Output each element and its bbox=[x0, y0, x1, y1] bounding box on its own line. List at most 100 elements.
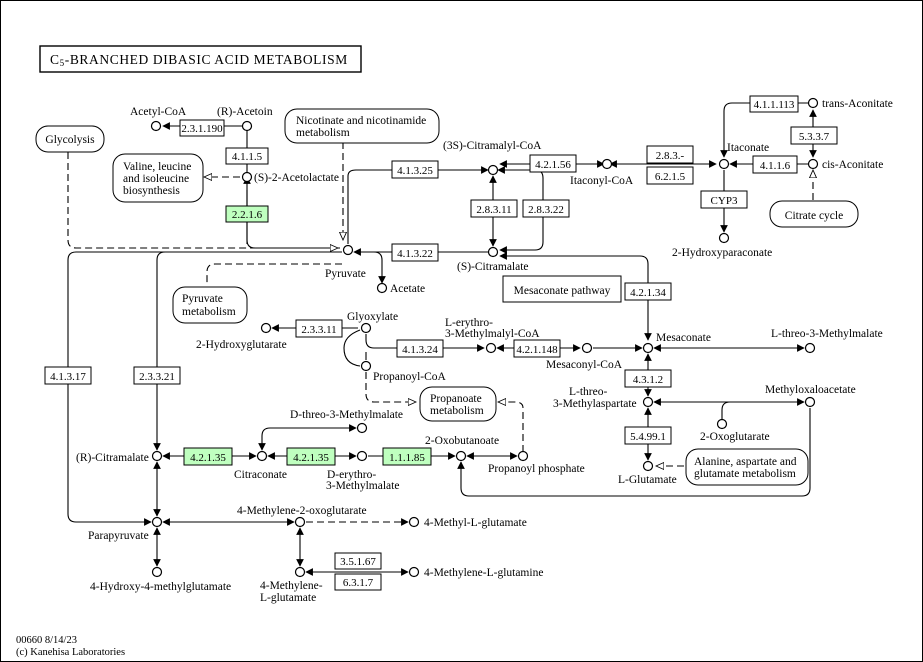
compound-hydroxyglutarate[interactable] bbox=[260, 322, 272, 334]
label-methylene-glutamine: 4-Methylene-L-glutamine bbox=[424, 567, 543, 579]
svg-text:4.1.3.25: 4.1.3.25 bbox=[397, 165, 433, 177]
svg-text:C5-BRANCHED DIBASIC ACID METAB: C5-BRANCHED DIBASIC ACID METABOLISM bbox=[50, 52, 348, 68]
enzyme-4-1-1-5[interactable]: 4.1.1.5 bbox=[225, 147, 269, 165]
compound-methylene-glutamate[interactable] bbox=[294, 566, 306, 578]
map-propanoate-metabolism[interactable]: Propanoate metabolism bbox=[419, 386, 497, 422]
compound-cis-aconitate[interactable] bbox=[807, 158, 819, 170]
svg-text:metabolism: metabolism bbox=[182, 306, 236, 318]
enzyme-4-1-3-24[interactable]: 4.1.3.24 bbox=[396, 339, 444, 358]
enzyme-4-2-1-35-a[interactable]: 4.2.1.35 bbox=[183, 447, 233, 466]
compound-mesaconyl-coa[interactable] bbox=[581, 342, 593, 354]
label-d-erythro-1: D-erythro- bbox=[327, 469, 376, 481]
enzyme-4-3-1-2[interactable]: 4.3.1.2 bbox=[624, 369, 672, 388]
label-trans-aconitate: trans-Aconitate bbox=[822, 98, 893, 110]
svg-text:Glycolysis: Glycolysis bbox=[45, 134, 95, 146]
map-mesaconate-pathway[interactable]: Mesaconate pathway bbox=[502, 275, 622, 303]
enzyme-2-2-1-6[interactable]: 2.2.1.6 bbox=[225, 205, 269, 223]
compound-methylmalyl-coa[interactable] bbox=[485, 342, 497, 354]
enzyme-4-2-1-34[interactable]: 4.2.1.34 bbox=[624, 282, 672, 301]
compound-r-acetoin[interactable] bbox=[241, 120, 253, 132]
enzyme-4-1-1-113[interactable]: 4.1.1.113 bbox=[749, 95, 799, 113]
label-hydroxyparaconate: 2-Hydroxyparaconate bbox=[672, 247, 772, 259]
enzyme-4-2-1-56[interactable]: 4.2.1.56 bbox=[529, 154, 577, 173]
label-acetate: Acetate bbox=[390, 283, 425, 295]
enzyme-4-2-1-35-b[interactable]: 4.2.1.35 bbox=[286, 447, 336, 466]
svg-text:Pyruvate: Pyruvate bbox=[182, 293, 223, 305]
enzyme-2-3-3-21[interactable]: 2.3.3.21 bbox=[133, 366, 181, 385]
map-pyruvate-metabolism[interactable]: Pyruvate metabolism bbox=[172, 286, 248, 324]
enzyme-3-5-1-67[interactable]: 3.5.1.67 bbox=[334, 552, 382, 570]
enzyme-4-1-3-22[interactable]: 4.1.3.22 bbox=[391, 243, 439, 262]
svg-text:4.2.1.56: 4.2.1.56 bbox=[535, 159, 571, 171]
label-mesaconate: Mesaconate bbox=[656, 332, 711, 344]
svg-text:5.4.99.1: 5.4.99.1 bbox=[630, 431, 666, 443]
svg-text:CYP3: CYP3 bbox=[711, 195, 738, 207]
compound-methyloxaloacetate[interactable] bbox=[804, 396, 816, 408]
map-valine-leucine-isoleucine[interactable]: Valine, leucine and isoleucine biosynthe… bbox=[112, 153, 204, 203]
compound-propanoyl-coa[interactable] bbox=[360, 360, 372, 372]
svg-text:2.3.3.21: 2.3.3.21 bbox=[139, 371, 175, 383]
compound-itaconate[interactable] bbox=[718, 158, 730, 170]
enzyme-2-8-3-[interactable]: 2.8.3.- bbox=[646, 145, 694, 164]
enzyme-6-2-1-5[interactable]: 6.2.1.5 bbox=[646, 166, 694, 185]
label-hydroxyglutarate: 2-Hydroxyglutarate bbox=[196, 339, 287, 351]
enzyme-4-1-3-17[interactable]: 4.1.3.17 bbox=[44, 366, 92, 385]
compound-methyl-glutamate[interactable] bbox=[408, 516, 420, 528]
compound-acetate[interactable] bbox=[376, 282, 388, 294]
enzyme-4-2-1-148[interactable]: 4.2.1.148 bbox=[513, 339, 561, 358]
compound-r-citramalate[interactable] bbox=[151, 450, 163, 462]
compound-d-threo-methylmalate[interactable] bbox=[356, 422, 368, 434]
enzyme-4-1-1-6[interactable]: 4.1.1.6 bbox=[752, 155, 798, 174]
label-d-threo-methylmalate: D-threo-3-Methylmalate bbox=[290, 409, 403, 421]
footer-code: 00660 8/14/23 bbox=[16, 635, 77, 646]
compound-itaconyl-coa[interactable] bbox=[601, 158, 613, 170]
compound-propanoyl-phosphate[interactable] bbox=[517, 450, 529, 462]
enzyme-2-3-1-190[interactable]: 2.3.1.190 bbox=[179, 119, 225, 137]
compound-hydroxy-methylglutamate[interactable] bbox=[151, 566, 163, 578]
label-methylene-glutamate-1: 4-Methylene- bbox=[260, 580, 323, 592]
enzyme-5-3-3-7[interactable]: 5.3.3.7 bbox=[790, 126, 838, 145]
compound-hydroxyparaconate[interactable] bbox=[718, 232, 730, 244]
enzyme-2-8-3-22[interactable]: 2.8.3.22 bbox=[522, 199, 570, 218]
map-glycolysis[interactable]: Glycolysis bbox=[35, 125, 105, 153]
compound-s-citramalate[interactable] bbox=[487, 246, 499, 258]
compound-threo-methylmalate[interactable] bbox=[804, 342, 816, 354]
enzyme-4-1-3-25[interactable]: 4.1.3.25 bbox=[391, 160, 439, 179]
compound-parapyruvate[interactable] bbox=[151, 516, 163, 528]
label-mesaconyl-coa: Mesaconyl-CoA bbox=[546, 359, 623, 371]
compound-acetyl-coa[interactable] bbox=[150, 120, 162, 132]
enzyme-2-3-3-11[interactable]: 2.3.3.11 bbox=[295, 319, 343, 338]
map-nicotinate[interactable]: Nicotinate and nicotinamide metabolism bbox=[284, 108, 440, 144]
enzyme-2-8-3-11[interactable]: 2.8.3.11 bbox=[470, 199, 518, 218]
map-alanine-aspartate-glutamate[interactable]: Alanine, aspartate and glutamate metabol… bbox=[685, 448, 809, 486]
compound-oxoglutarate[interactable] bbox=[716, 418, 728, 430]
compound-methylene-glutamine[interactable] bbox=[408, 566, 420, 578]
compound-trans-aconitate[interactable] bbox=[807, 97, 819, 109]
compound-mesaconate[interactable] bbox=[642, 342, 654, 354]
svg-text:4.1.3.17: 4.1.3.17 bbox=[50, 371, 86, 383]
svg-text:metabolism: metabolism bbox=[430, 405, 484, 417]
label-threo-methylmalate: L-threo-3-Methylmalate bbox=[771, 328, 883, 340]
enzyme-1-1-1-85[interactable]: 1.1.1.85 bbox=[382, 447, 432, 466]
compound-s-citramalyl-coa[interactable] bbox=[487, 164, 499, 176]
compound-methylene-oxoglutarate[interactable] bbox=[294, 516, 306, 528]
label-propanoyl-coa: Propanoyl-CoA bbox=[373, 371, 447, 383]
enzyme-6-3-1-7[interactable]: 6.3.1.7 bbox=[334, 573, 382, 591]
compound-s-acetolactate[interactable] bbox=[241, 171, 253, 183]
enzyme-5-4-99-1[interactable]: 5.4.99.1 bbox=[624, 426, 672, 445]
svg-text:and isoleucine: and isoleucine bbox=[123, 173, 189, 185]
compound-methylaspartate[interactable] bbox=[642, 396, 654, 408]
compound-pyruvate[interactable] bbox=[342, 244, 354, 256]
svg-text:Citrate cycle: Citrate cycle bbox=[785, 210, 843, 222]
compound-citraconate[interactable] bbox=[256, 450, 268, 462]
map-citrate-cycle[interactable]: Citrate cycle bbox=[769, 200, 859, 228]
compound-glyoxylate[interactable] bbox=[360, 322, 372, 334]
label-methyl-glutamate: 4-Methyl-L-glutamate bbox=[424, 517, 527, 529]
compound-oxobutanoate[interactable] bbox=[455, 450, 467, 462]
svg-text:4.2.1.35: 4.2.1.35 bbox=[190, 452, 226, 464]
compound-glutamate[interactable] bbox=[642, 460, 654, 472]
label-citraconate: Citraconate bbox=[234, 469, 287, 481]
enzyme-cyp3[interactable]: CYP3 bbox=[700, 190, 748, 209]
compound-d-erythro-methylmalate[interactable] bbox=[356, 450, 368, 462]
svg-text:4.1.1.6: 4.1.1.6 bbox=[760, 160, 791, 172]
